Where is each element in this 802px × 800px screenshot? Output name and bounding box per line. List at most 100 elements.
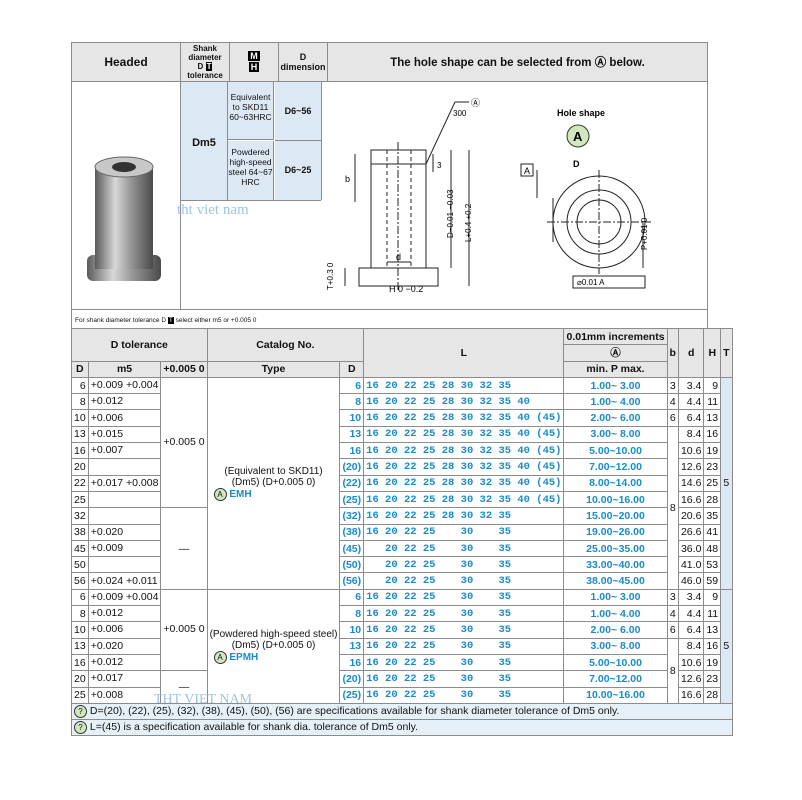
emh-tol-dash: — bbox=[160, 507, 208, 590]
emh-d2: (50) bbox=[339, 556, 365, 574]
epmh-d2: 6 bbox=[339, 588, 365, 607]
epmh-small-d: 10.6 bbox=[677, 653, 705, 672]
t-icon-footnote: T bbox=[167, 317, 174, 324]
note-2: L=(45) is a specification available for … bbox=[89, 720, 419, 733]
emh-m5: +0.009 bbox=[87, 539, 162, 558]
emh-small-d: 20.6 bbox=[677, 507, 705, 525]
emh-small-d: 10.6 bbox=[677, 442, 705, 460]
epmh-h: 11 bbox=[703, 605, 722, 623]
hole-shape-label: Hole shape bbox=[557, 108, 605, 118]
epmh-m5: +0.009 +0.004 bbox=[87, 588, 162, 607]
a-ref: Ⓐ bbox=[471, 98, 480, 108]
table-row: 6 +0.009 +0.004+0.005 0(Powdered high-spe… bbox=[71, 588, 733, 704]
epmh-h: 19 bbox=[703, 653, 722, 672]
emh-l-values: 16 20 22 25 28 30 32 35 40 bbox=[363, 393, 565, 411]
emh-m5: +0.012 bbox=[87, 393, 162, 411]
table-row: 6+0.009 +0.004+0.005 0(Equivalent to SKD… bbox=[71, 376, 733, 590]
epmh-d: 16 bbox=[71, 653, 89, 672]
emh-b: 6 bbox=[666, 409, 679, 427]
epmh-m5: +0.012 bbox=[87, 653, 162, 672]
emh-l-values: 20 22 25 30 35 bbox=[363, 539, 565, 558]
emh-type-cell: (Equivalent to SKD11)(Dm5) (D+0.005 0)A … bbox=[206, 376, 341, 590]
emh-m5: +0.017 +0.008 bbox=[87, 474, 162, 492]
emh-m5: +0.024 +0.011 bbox=[87, 572, 162, 590]
range-powder: D6~25 bbox=[275, 141, 322, 200]
epmh-d: 13 bbox=[71, 637, 89, 655]
emh-d: 32 bbox=[71, 507, 89, 525]
epmh-l-values: 16 20 22 25 30 35 bbox=[363, 605, 565, 623]
emh-p-range: 19.00~26.00 bbox=[563, 523, 668, 541]
watermark-2: THT VIET NAM bbox=[154, 692, 252, 707]
hdr-d1: D bbox=[71, 360, 89, 378]
emh-d: 50 bbox=[71, 556, 89, 574]
emh-h: 23 bbox=[703, 458, 722, 476]
epmh-tol-0005: +0.005 0 bbox=[160, 588, 208, 672]
epmh-h: 16 bbox=[703, 637, 722, 655]
emh-p-range: 7.00~12.00 bbox=[563, 458, 668, 476]
epmh-p-range: 1.00~ 4.00 bbox=[563, 605, 668, 623]
epmh-p-range: 3.00~ 8.00 bbox=[563, 637, 668, 655]
hdr-d2: D bbox=[339, 360, 365, 378]
col-shank-line3: tolerance bbox=[187, 71, 223, 80]
epmh-type-cell: (Powdered high-speed steel)(Dm5) (D+0.00… bbox=[206, 588, 341, 704]
dim-3: 3 bbox=[437, 161, 442, 170]
epmh-d2: 8 bbox=[339, 605, 365, 623]
col-shank-line1: Shank diameter bbox=[188, 44, 222, 62]
product-image-cell bbox=[71, 81, 181, 310]
emh-p-range: 33.00~40.00 bbox=[563, 556, 668, 574]
emh-b: 4 bbox=[666, 393, 679, 411]
emh-l-values: 20 22 25 30 35 bbox=[363, 572, 565, 590]
hdr-h: H bbox=[703, 328, 722, 378]
emh-desc: (Equivalent to SKD11) bbox=[224, 465, 323, 477]
epmh-l-values: 16 20 22 25 30 35 bbox=[363, 621, 565, 639]
emh-m5: +0.009 +0.004 bbox=[87, 376, 162, 395]
emh-d: 45 bbox=[71, 539, 89, 558]
dim-d: D−0.01 −0.03 bbox=[446, 189, 455, 238]
emh-d: 38 bbox=[71, 523, 89, 541]
emh-small-d: 14.6 bbox=[677, 474, 705, 492]
epmh-d: 20 bbox=[71, 670, 89, 688]
epmh-d2: (20) bbox=[339, 670, 365, 688]
epmh-d2: (25) bbox=[339, 686, 365, 704]
emh-l-values: 16 20 22 25 28 30 32 35 40 (45) bbox=[363, 490, 565, 509]
footnote-text2: select either m5 or +0.005 0 bbox=[175, 317, 257, 324]
emh-m5 bbox=[87, 507, 162, 525]
hdr-d: d bbox=[677, 328, 705, 378]
caution-icon: ? bbox=[74, 704, 87, 718]
emh-small-d: 36.0 bbox=[677, 539, 705, 558]
catalog-table: D tolerance Catalog No. L 0.01mm increme… bbox=[71, 327, 733, 736]
emh-d: 25 bbox=[71, 490, 89, 509]
emh-p-range: 38.00~45.00 bbox=[563, 572, 668, 590]
emh-d: 16 bbox=[71, 442, 89, 460]
concentricity-box: ⌀0.01 A bbox=[577, 278, 605, 287]
hdr-tol: +0.005 0 bbox=[160, 360, 208, 378]
epmh-p-range: 7.00~12.00 bbox=[563, 670, 668, 688]
emh-small-d: 41.0 bbox=[677, 556, 705, 574]
emh-l-values: 16 20 22 25 28 30 32 35 bbox=[363, 507, 565, 525]
emh-d2: 16 bbox=[339, 442, 365, 460]
emh-p-range: 2.00~ 6.00 bbox=[563, 409, 668, 427]
emh-m5: +0.020 bbox=[87, 523, 162, 541]
epmh-d2: 13 bbox=[339, 637, 365, 655]
epmh-m5: +0.008 bbox=[87, 686, 162, 704]
col-hole-shape: The hole shape can be selected from Ⓐ be… bbox=[327, 42, 708, 82]
epmh-b-8: 8 bbox=[666, 637, 679, 704]
material-skd11: Equivalent to SKD11 60~63HRC bbox=[228, 82, 274, 140]
epmh-h: 23 bbox=[703, 670, 722, 688]
col-shank-line2: D bbox=[197, 62, 204, 71]
emh-d: 13 bbox=[71, 425, 89, 444]
emh-d2: (56) bbox=[339, 572, 365, 590]
emh-tols: (Dm5) (D+0.005 0) bbox=[231, 476, 316, 488]
emh-h: 41 bbox=[703, 523, 722, 541]
epmh-l-values: 16 20 22 25 30 35 bbox=[363, 686, 565, 704]
emh-m5: +0.006 bbox=[87, 409, 162, 427]
emh-p-range: 1.00~ 4.00 bbox=[563, 393, 668, 411]
table-row: 25(25)16 20 22 25 28 30 32 35 40 (45)10.… bbox=[71, 490, 733, 509]
a-circle-icon bbox=[566, 124, 590, 148]
emh-d2: (38) bbox=[339, 523, 365, 541]
epmh-l-values: 16 20 22 25 30 35 bbox=[363, 670, 565, 688]
